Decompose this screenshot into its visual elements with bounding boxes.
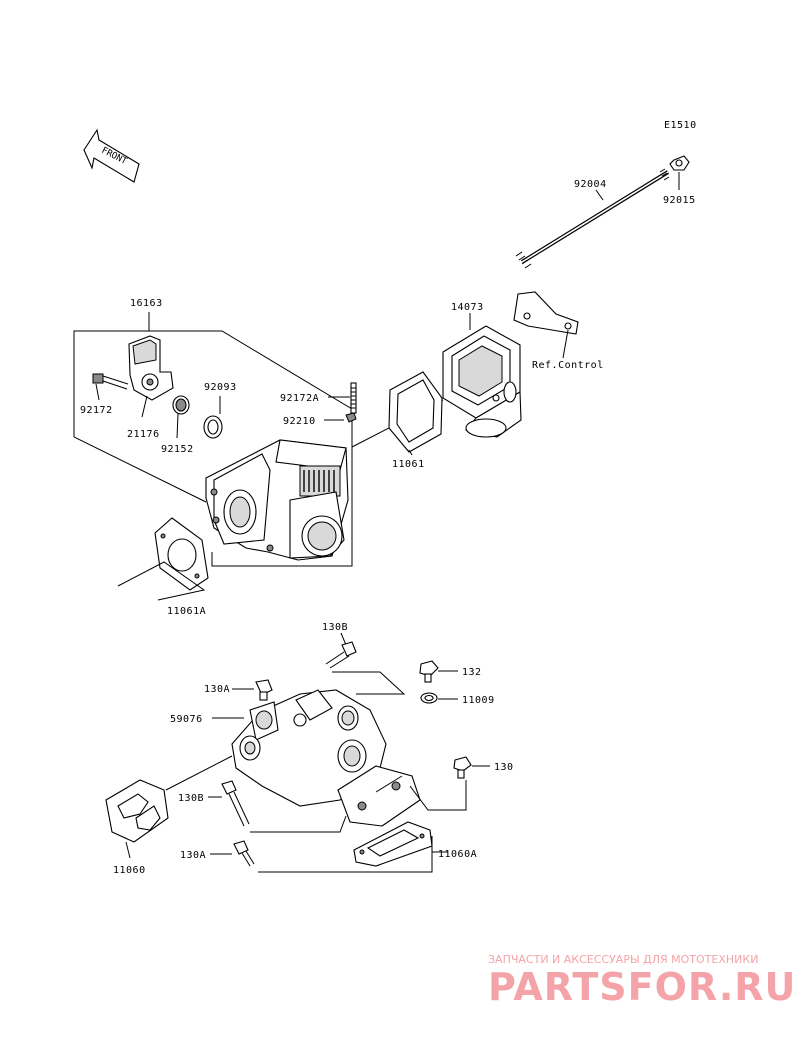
part-130B-top: 130B xyxy=(322,622,348,633)
gasket-11060 xyxy=(105,779,169,843)
bolt-130B-top xyxy=(325,641,357,669)
part-16163: 16163 xyxy=(130,298,163,309)
part-132: 132 xyxy=(462,667,482,678)
watermark-tagline: ЗАПЧАСТИ И АКСЕССУАРЫ ДЛЯ МОТОТЕХНИКИ xyxy=(488,953,758,966)
bolt-130A-top xyxy=(255,679,273,701)
stud-92172A xyxy=(350,382,357,414)
ref-control-label: Ref.Control xyxy=(532,360,604,371)
part-21176: 21176 xyxy=(127,429,160,440)
part-92093: 92093 xyxy=(204,382,237,393)
bolt-130A-bot xyxy=(233,840,255,867)
part-11060A: 11060A xyxy=(438,849,477,860)
part-11061A: 11061A xyxy=(167,606,206,617)
part-92004: 92004 xyxy=(574,179,607,190)
intake-holder-59076 xyxy=(231,689,421,827)
part-130A-bot: 130A xyxy=(180,850,206,861)
washer-11009 xyxy=(420,692,438,704)
screw-92172 xyxy=(92,373,129,390)
part-11061: 11061 xyxy=(392,459,425,470)
gasket-11060A xyxy=(353,821,433,867)
air-duct-14073 xyxy=(442,325,522,438)
throttle-body xyxy=(205,439,349,561)
front-arrow-icon: FRONT xyxy=(83,128,140,183)
gasket-11061A xyxy=(154,517,209,591)
nut-92210 xyxy=(345,412,357,423)
part-14073: 14073 xyxy=(451,302,484,313)
clip-92152 xyxy=(172,395,190,415)
group-frame-16163 xyxy=(73,312,353,567)
part-130A-top: 130A xyxy=(204,684,230,695)
watermark-brand: PARTSFOR.RU xyxy=(488,965,796,1009)
part-92172A: 92172A xyxy=(280,393,319,404)
part-130: 130 xyxy=(494,762,514,773)
o-ring-92093 xyxy=(203,415,223,439)
part-11009: 11009 xyxy=(462,695,495,706)
bolt-132 xyxy=(419,660,439,683)
control-rod xyxy=(515,168,670,269)
bolt-130B-bot xyxy=(221,780,250,827)
diagram-code: E1510 xyxy=(664,120,697,131)
bolt-130 xyxy=(453,756,472,779)
throttle-sensor-21176 xyxy=(128,335,174,401)
part-92210: 92210 xyxy=(283,416,316,427)
nut-92015 xyxy=(669,155,690,171)
part-130B-bot: 130B xyxy=(178,793,204,804)
part-92015: 92015 xyxy=(663,195,696,206)
gasket-11061 xyxy=(388,371,443,453)
part-11060: 11060 xyxy=(113,865,146,876)
part-92152: 92152 xyxy=(161,444,194,455)
part-59076: 59076 xyxy=(170,714,203,725)
control-bracket xyxy=(513,291,579,335)
part-92172: 92172 xyxy=(80,405,113,416)
